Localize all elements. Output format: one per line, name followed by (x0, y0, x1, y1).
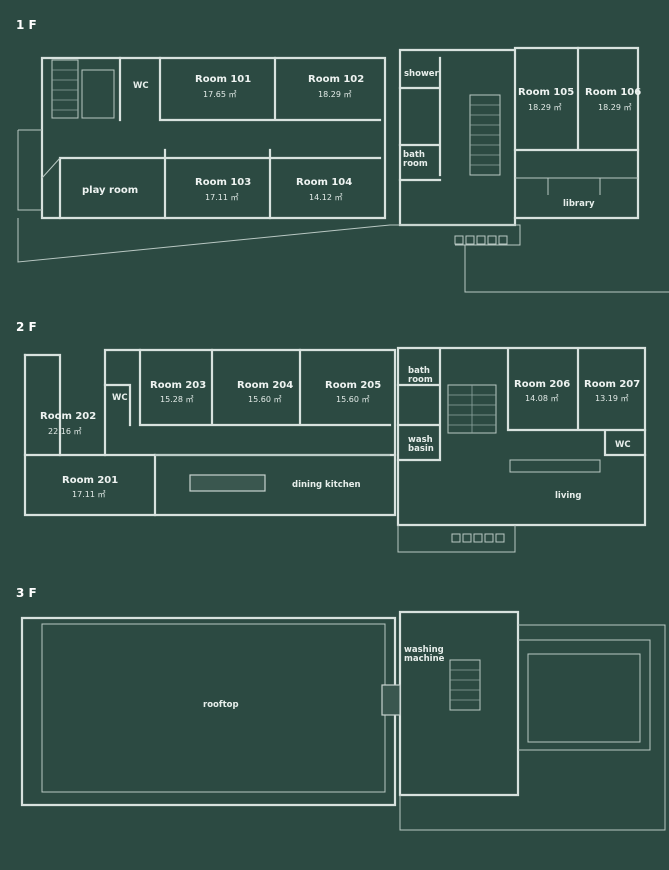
floor-3-skylight (527, 653, 641, 743)
floor-1-room-103-area: 17.11 ㎡ (205, 193, 238, 202)
floor-3-label: 3 F (16, 586, 37, 600)
floor-2-bath-label-line1: bath (408, 366, 430, 376)
floor-1-room-105-area: 18.29 ㎡ (528, 103, 561, 112)
floor-2-dining-kitchen-label: dining kitchen (292, 480, 361, 490)
floor-3-washing-machine-line1: washing (404, 645, 444, 655)
floor-2-plan: 2 F Room 202 (16, 320, 647, 553)
floor-2-bath-walls (396, 348, 442, 462)
floor-3-rooftop-outline (20, 616, 397, 807)
floor-1-room-103-name: Room 103 (195, 177, 251, 188)
floor-1-east-wing-outline (513, 46, 640, 220)
floor-2-room-205-name: Room 205 (325, 380, 381, 391)
floor-1-bath-walls (398, 56, 442, 182)
floor-1-bath-label-line1: bath (403, 150, 425, 160)
floor-2-wc-east-label: WC (615, 440, 631, 450)
floor-2-label: 2 F (16, 320, 37, 334)
floor-2-entry-steps (451, 533, 505, 543)
floor-1-play-room-door (41, 157, 61, 179)
floor-3-washing-machine-line2: machine (404, 654, 445, 664)
floor-1-room-102-area: 18.29 ㎡ (318, 90, 351, 99)
floor-2-room-201-name: Room 201 (62, 475, 118, 486)
floor-1-south-partitions (58, 148, 382, 220)
floor-2-living-sofa (509, 459, 601, 473)
floor-2-room-207-name: Room 207 (584, 379, 640, 390)
floor-3-core-outline (398, 610, 520, 797)
floor-3-roof-door (381, 684, 401, 716)
floor-1-plan: 1 F (16, 18, 669, 293)
floor-2-wc-label: WC (112, 393, 128, 403)
floor-2-living-label: living (555, 491, 581, 501)
floor-2-balcony-edge (397, 525, 516, 553)
floor-1-library-shelves (515, 177, 638, 195)
floor-1-shower-label: shower (404, 69, 440, 79)
floor-2-room-203-area: 15.28 ㎡ (160, 395, 193, 404)
floor-2-room-201-area: 17.11 ㎡ (72, 490, 105, 499)
floor-1-deck-edge (464, 245, 669, 293)
floor-1-room-106-name: Room 106 (585, 87, 641, 98)
floor-1-terrace-edge (17, 218, 521, 263)
floor-2-wash-basin-line1: wash (408, 435, 433, 445)
floor-2-wash-basin-line2: basin (408, 444, 434, 454)
floor-1-room-105-name: Room 105 (518, 87, 574, 98)
floor-1-play-room-label: play room (82, 185, 138, 196)
floor-3-east-deck (399, 624, 666, 831)
floor-2-room-205-area: 15.60 ㎡ (336, 395, 369, 404)
floor-2-room-206-name: Room 206 (514, 379, 570, 390)
floor-2-bath-label-line2: room (408, 375, 433, 385)
floor-1-core-stairs (469, 94, 501, 176)
floor-1-room-101-name: Room 101 (195, 74, 251, 85)
floor-2-room-206-area: 14.08 ㎡ (525, 394, 558, 403)
floor-2-room-204-area: 15.60 ㎡ (248, 395, 281, 404)
floor-3-core-stairs (449, 659, 481, 711)
floor-1-room-104-area: 14.12 ㎡ (309, 193, 342, 202)
floor-3-rooftop-inner (41, 623, 386, 793)
floor-1-bath-label-line2: room (403, 159, 428, 169)
floor-2-room-204-name: Room 204 (237, 380, 293, 391)
floor-1-room-102-name: Room 102 (308, 74, 364, 85)
floor-1-room-104-name: Room 104 (296, 177, 352, 188)
floor-2-room-202-area: 22.16 ㎡ (48, 427, 81, 436)
floor-2-core-stairs (447, 384, 497, 434)
floor-2-room-203-name: Room 203 (150, 380, 206, 391)
floor-2-kitchen-counter (189, 474, 266, 492)
floor-1-label: 1 F (16, 18, 37, 32)
floor-2-room-202-name: Room 202 (40, 411, 96, 422)
floor-2-east-outline (396, 346, 647, 527)
floor-1-wc-label: WC (133, 81, 149, 91)
floor-2-east-partitions (506, 348, 647, 457)
floor-2-room-207-area: 13.19 ㎡ (595, 394, 628, 403)
floor-1-room-106-area: 18.29 ㎡ (598, 103, 631, 112)
floor-1-east-partitions (513, 46, 640, 152)
floor-3-rooftop-label: rooftop (203, 700, 239, 710)
floor-1-west-wing-outline (40, 56, 387, 220)
floor-3-plan: 3 F washing machine rooftop (16, 586, 666, 831)
floor-1-room-101-area: 17.65 ㎡ (203, 90, 236, 99)
floor-1-north-partitions (118, 56, 382, 122)
floor-1-entry-steps (454, 235, 508, 245)
floor-2-north-partitions (103, 348, 392, 427)
floor-1-west-annex (17, 129, 42, 211)
floor-1-library-label: library (563, 199, 595, 209)
floor-1-west-stairs (51, 59, 115, 119)
